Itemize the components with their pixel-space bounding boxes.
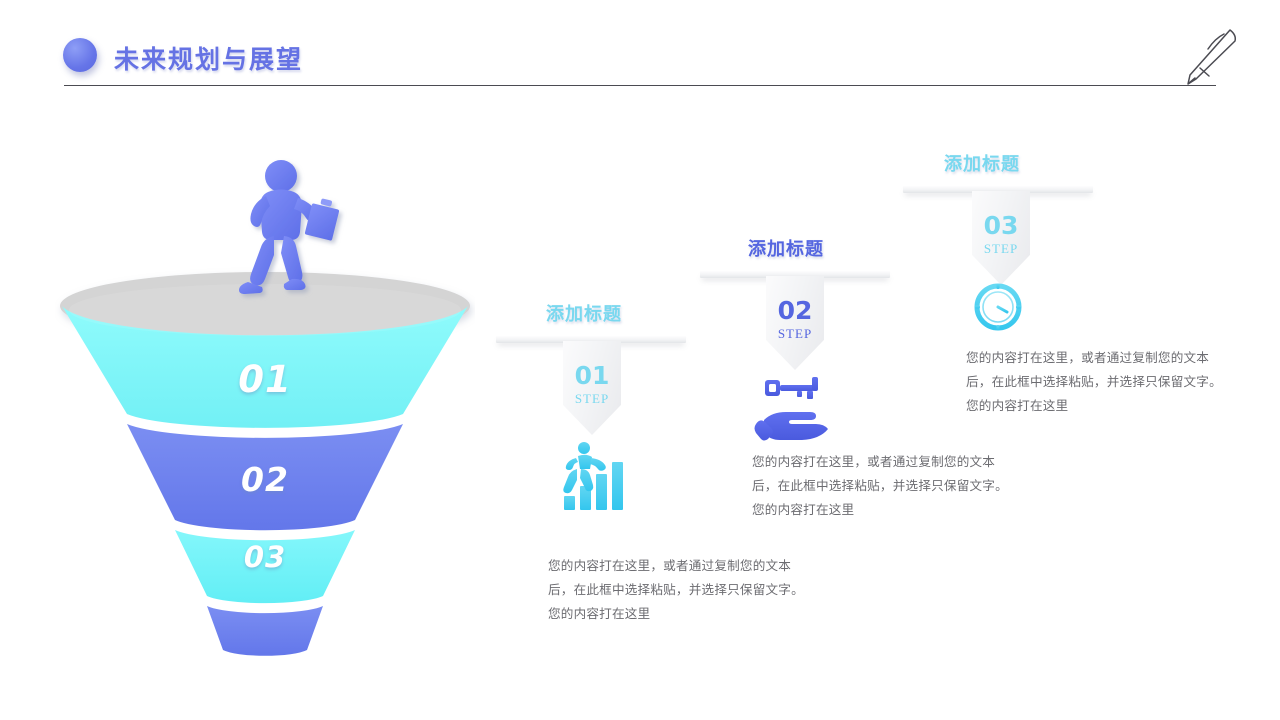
step-01-step-label: STEP [574, 391, 610, 406]
step-02-title: 添加标题 [748, 239, 824, 259]
step-01-title: 添加标题 [546, 304, 622, 324]
funnel-band-label-02: 02 [241, 460, 289, 499]
step-01-number: 01 [574, 361, 610, 390]
step-02-number: 02 [777, 296, 813, 325]
step-02-shelf [700, 271, 890, 278]
walking-businessman-icon [239, 160, 340, 294]
step-03-number: 03 [983, 211, 1019, 240]
header-divider [64, 85, 1216, 86]
step-01-body: 您的内容打在这里，或者通过复制您的文本后，在此框中选择粘贴，并选择只保留文字。您… [548, 559, 804, 621]
slide-header: 未来规划与展望 [0, 0, 1280, 100]
step-03-body: 您的内容打在这里，或者通过复制您的文本后，在此框中选择粘贴，并选择只保留文字。您… [966, 351, 1222, 413]
pen-icon [1187, 29, 1236, 85]
step-02-body: 您的内容打在这里，或者通过复制您的文本后，在此框中选择粘贴，并选择只保留文字。您… [752, 455, 1008, 517]
growth-bars-person-icon [563, 442, 623, 510]
circle-bullet-icon [63, 38, 97, 72]
funnel-band-label-01: 01 [238, 358, 292, 401]
step-03-title: 添加标题 [944, 154, 1020, 174]
step-01-shelf [496, 336, 686, 343]
funnel-band-label-03: 03 [243, 540, 287, 574]
step-02-step-label: STEP [777, 326, 813, 341]
conversion-funnel: 01 02 03 [55, 258, 475, 658]
page-title: 未来规划与展望 [114, 46, 304, 74]
clock-icon [974, 283, 1022, 331]
step-03-shelf [903, 186, 1093, 193]
step-03-step-label: STEP [983, 241, 1019, 256]
hand-holding-key-icon [754, 377, 828, 441]
